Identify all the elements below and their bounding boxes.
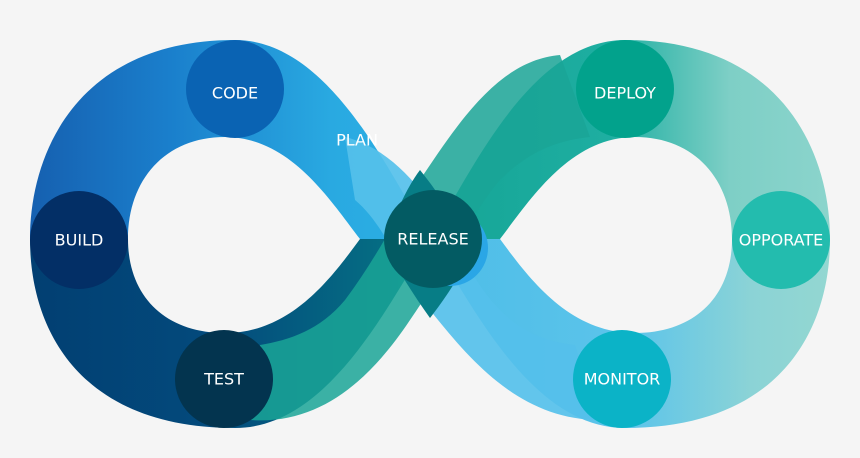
stage-build-circle (30, 191, 128, 289)
stage-release[interactable]: RELEASE (384, 190, 482, 288)
stage-monitor-label: MONITOR (584, 370, 661, 389)
stage-test-label: TEST (203, 370, 244, 389)
stage-release-label: RELEASE (397, 230, 468, 249)
stage-code[interactable]: CODE (186, 40, 284, 138)
stage-deploy-label: DEPLOY (594, 84, 656, 103)
loop-left-top (30, 40, 430, 239)
stage-deploy[interactable]: DEPLOY (576, 40, 674, 138)
stage-release-circle (384, 190, 482, 288)
stage-build[interactable]: BUILD (30, 191, 128, 289)
stage-opporate-label: OPPORATE (739, 231, 824, 250)
stage-monitor-circle (573, 330, 671, 428)
stage-code-circle (186, 40, 284, 138)
stage-opporate-circle (732, 191, 830, 289)
stage-deploy-circle (576, 40, 674, 138)
stage-build-label: BUILD (55, 231, 104, 250)
stage-monitor[interactable]: MONITOR (573, 330, 671, 428)
stage-test[interactable]: TEST (175, 330, 273, 428)
stage-code-label: CODE (212, 84, 258, 103)
stage-opporate[interactable]: OPPORATE (732, 191, 830, 289)
stage-test-circle (175, 330, 273, 428)
stage-plan[interactable]: PLAN (336, 131, 378, 150)
stage-plan-label: PLAN (336, 131, 378, 150)
